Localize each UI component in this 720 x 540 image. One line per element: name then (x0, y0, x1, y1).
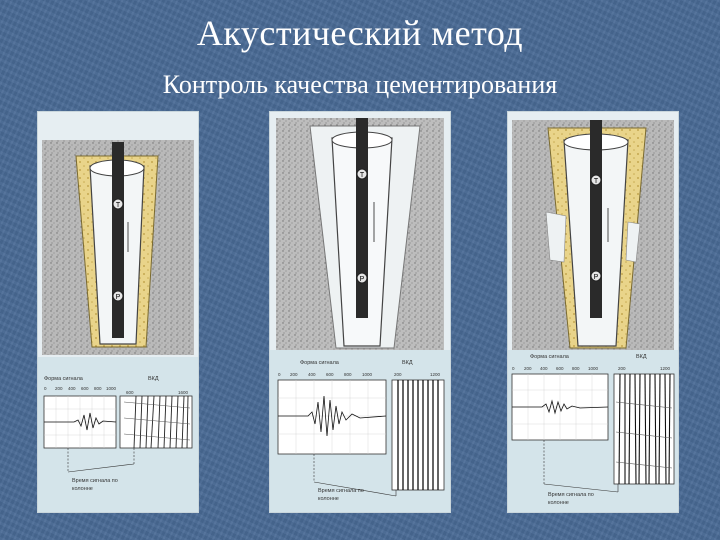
transmitter-label: Т (360, 172, 365, 179)
receiver-label: Р (594, 274, 599, 281)
caption-line: Время сигнала по (318, 488, 364, 494)
vkd-plot (119, 395, 193, 449)
tick-label: 1000 (106, 386, 117, 391)
logging-tool (590, 120, 602, 318)
tick-label: 0 (44, 386, 47, 391)
tick-label: 1200 (660, 366, 671, 371)
panel-partial-cement: Т Р Форма сигнала ВКД 0 200 400 600 800 … (508, 112, 678, 512)
cement-void (545, 211, 567, 263)
cement-void (625, 221, 641, 263)
tick-label: 400 (540, 366, 548, 371)
caption-line: Время сигнала по (72, 478, 118, 484)
signal-form-label: Форма сигнала (44, 376, 84, 382)
tick-label: 200 (524, 366, 532, 371)
borehole-diagram: Т Р Форма сигнала ВКД 0 200 400 600 800 … (270, 118, 450, 512)
tick-label: 200 (618, 366, 626, 371)
slide-title: Акустический метод (196, 13, 524, 53)
tick-label: 800 (344, 372, 352, 377)
tick-label: 1600 (178, 390, 189, 395)
tick-label: 800 (94, 386, 102, 391)
borehole-diagram: Т Р Форма сигнала ВКД 0 200 400 600 800 … (38, 140, 198, 512)
vkd-label: ВКД (402, 360, 413, 366)
slide-subtitle: Контроль качества цементирования (162, 70, 558, 99)
tick-label: 200 (394, 372, 402, 377)
transmitter-label: Т (116, 202, 121, 209)
transmitter-label: Т (594, 178, 599, 185)
tick-label: 800 (572, 366, 580, 371)
tick-label: 1200 (430, 372, 441, 377)
caption-line: колонне (318, 496, 339, 502)
signal-form-label: Форма сигнала (530, 354, 570, 360)
borehole-diagram: Т Р Форма сигнала ВКД 0 200 400 600 800 … (508, 120, 678, 512)
vkd-label: ВКД (148, 376, 159, 382)
tick-label: 400 (308, 372, 316, 377)
logging-tool (356, 118, 368, 318)
signal-form-label: Форма сигнала (300, 360, 340, 366)
logging-tool (112, 142, 124, 338)
tick-label: 600 (556, 366, 564, 371)
tick-label: 600 (326, 372, 334, 377)
tick-label: 200 (55, 386, 63, 391)
tick-label: 0 (512, 366, 515, 371)
caption-line: колонне (548, 500, 569, 506)
panel-good-cement: Т Р Форма сигнала ВКД 0 200 400 600 800 … (38, 112, 198, 512)
tick-label: 400 (68, 386, 76, 391)
receiver-label: Р (116, 294, 121, 301)
panel-no-cement: Т Р Форма сигнала ВКД 0 200 400 600 800 … (270, 112, 450, 512)
receiver-label: Р (360, 276, 365, 283)
vkd-label: ВКД (636, 354, 647, 360)
vkd-plot (613, 373, 675, 485)
tick-label: 1000 (588, 366, 599, 371)
tick-label: 0 (278, 372, 281, 377)
tick-label: 600 (81, 386, 89, 391)
caption-line: Время сигнала по (548, 492, 594, 498)
tick-label: 200 (290, 372, 298, 377)
caption-line: колонне (72, 486, 93, 492)
tick-label: 1000 (362, 372, 373, 377)
tick-label: 600 (126, 390, 134, 395)
